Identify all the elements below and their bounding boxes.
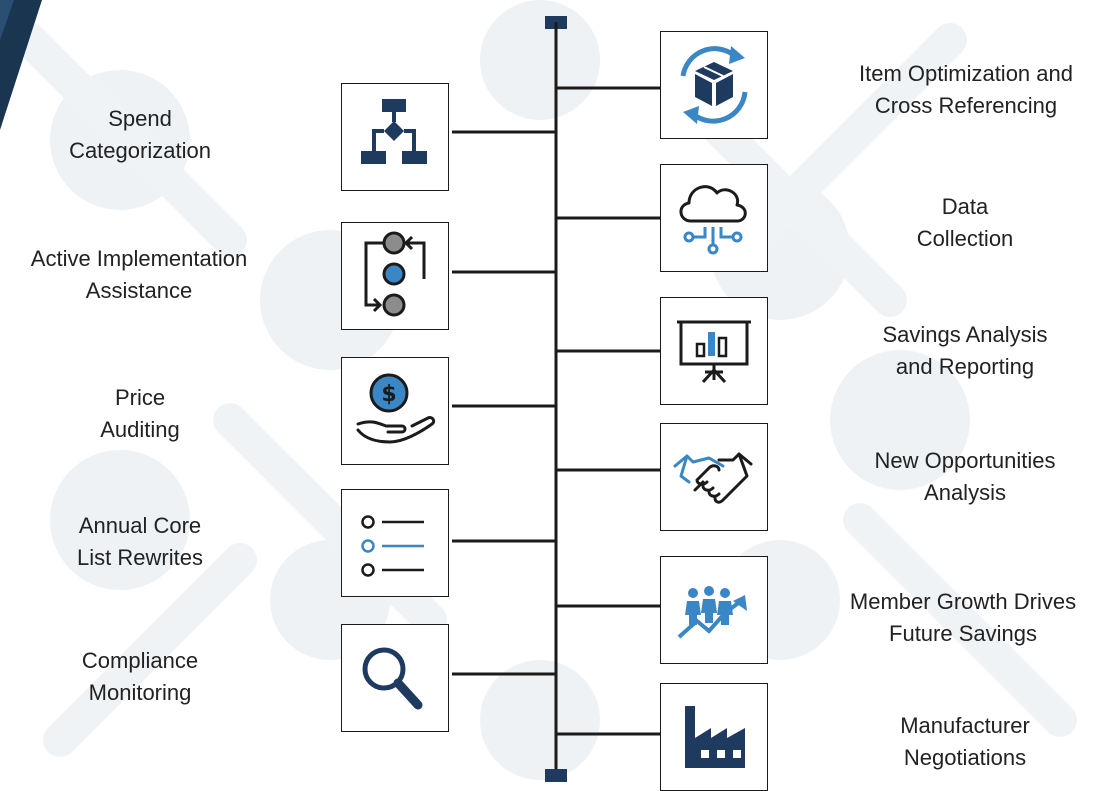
left-label-2-line1: Active Implementation bbox=[30, 246, 248, 271]
left-box-2 bbox=[341, 222, 449, 330]
right-label-4-line1: New Opportunities bbox=[874, 448, 1056, 473]
left-box-4 bbox=[341, 489, 449, 597]
right-label-1-line1: Item Optimization and bbox=[859, 61, 1073, 86]
hand-dollar-icon: $ bbox=[356, 373, 436, 444]
right-label-1-line2: Cross Referencing bbox=[874, 93, 1058, 118]
left-label-4-line1: Annual Core bbox=[78, 513, 202, 538]
svg-text:$: $ bbox=[381, 382, 396, 407]
right-label-6: Manufacturer Negotiations bbox=[830, 710, 1099, 774]
left-label-5: Compliance Monitoring bbox=[20, 645, 260, 709]
right-label-5-line1: Member Growth Drives bbox=[849, 589, 1077, 614]
right-label-1: Item Optimization and Cross Referencing bbox=[826, 58, 1099, 122]
right-label-6-line1: Manufacturer bbox=[900, 713, 1030, 738]
left-label-3-line1: Price bbox=[114, 385, 166, 410]
flowchart-icon bbox=[361, 99, 427, 164]
timeline-spine bbox=[545, 16, 567, 782]
left-label-1-line2: Categorization bbox=[69, 138, 211, 163]
right-label-3: Savings Analysis and Reporting bbox=[830, 319, 1099, 383]
right-label-4: New Opportunities Analysis bbox=[830, 445, 1099, 509]
left-box-3: $ bbox=[341, 357, 449, 465]
left-label-4: Annual Core List Rewrites bbox=[20, 510, 260, 574]
right-box-6 bbox=[660, 683, 768, 791]
left-box-1 bbox=[341, 83, 449, 191]
cloud-data-icon bbox=[679, 185, 747, 255]
right-box-2 bbox=[660, 164, 768, 272]
process-cycle-icon bbox=[364, 231, 426, 317]
people-growth-icon bbox=[677, 586, 747, 639]
right-label-2: Data Collection bbox=[830, 191, 1099, 255]
left-box-5 bbox=[341, 624, 449, 732]
left-label-1-line1: Spend bbox=[108, 106, 172, 131]
right-label-5-line2: Future Savings bbox=[889, 621, 1037, 646]
left-label-3: Price Auditing bbox=[20, 382, 260, 446]
left-label-4-line2: List Rewrites bbox=[77, 545, 203, 570]
right-box-1 bbox=[660, 31, 768, 139]
right-label-6-line2: Negotiations bbox=[903, 745, 1027, 770]
left-label-1: Spend Categorization bbox=[20, 103, 260, 167]
right-box-5 bbox=[660, 556, 768, 664]
right-label-2-line2: Collection bbox=[916, 226, 1014, 251]
magnifier-icon bbox=[362, 647, 423, 710]
checklist-icon bbox=[361, 515, 424, 577]
left-label-5-line1: Compliance bbox=[81, 648, 199, 673]
right-label-3-line1: Savings Analysis bbox=[882, 322, 1048, 347]
left-label-5-line2: Monitoring bbox=[88, 680, 192, 705]
right-box-3 bbox=[660, 297, 768, 405]
left-label-2-line2: Assistance bbox=[85, 278, 193, 303]
box-cycle-icon bbox=[680, 46, 748, 124]
right-label-5: Member Growth Drives Future Savings bbox=[822, 586, 1099, 650]
right-label-2-line1: Data bbox=[941, 194, 989, 219]
presentation-chart-icon bbox=[677, 320, 751, 384]
left-label-3-line2: Auditing bbox=[100, 417, 180, 442]
right-box-4 bbox=[660, 423, 768, 531]
factory-icon bbox=[685, 706, 745, 768]
left-label-2: Active Implementation Assistance bbox=[4, 243, 274, 307]
right-label-4-line2: Analysis bbox=[924, 480, 1006, 505]
right-label-3-line2: and Reporting bbox=[895, 354, 1035, 379]
handshake-icon bbox=[673, 452, 753, 504]
